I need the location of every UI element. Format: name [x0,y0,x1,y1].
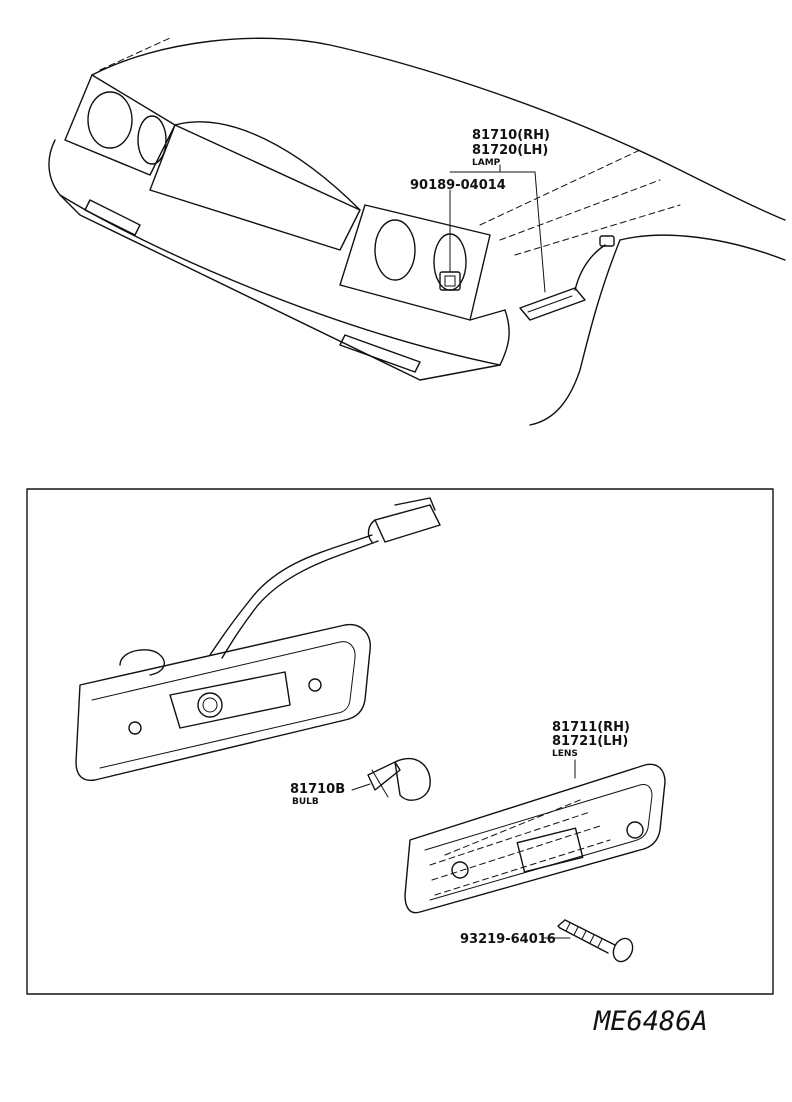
lens-lh-part-number: 81721(LH) [552,734,628,749]
lens-rh-part-number: 81711(RH) [552,720,630,735]
bulb-leader-line [351,783,371,791]
car-front-illustration [48,37,786,426]
detail-frame [26,488,774,995]
screw-illustration [557,919,634,963]
top-callout-leaders [449,164,546,293]
bulb-label: BULB [292,797,319,807]
lamp-rh-part-number: 81710(RH) [472,128,550,143]
lamp-housing-illustration [75,497,441,782]
bulb-part-number: 81710B [290,782,345,797]
socket-part-number: 90189-04014 [410,178,506,193]
drawing-code: ME6486A [593,1006,708,1037]
bulb-illustration [367,757,431,801]
screw-part-number: 93219-64016 [460,932,556,947]
lamp-label: LAMP [472,158,501,168]
lens-illustration [404,763,666,914]
lamp-lh-part-number: 81720(LH) [472,143,548,158]
lens-label: LENS [552,749,578,759]
